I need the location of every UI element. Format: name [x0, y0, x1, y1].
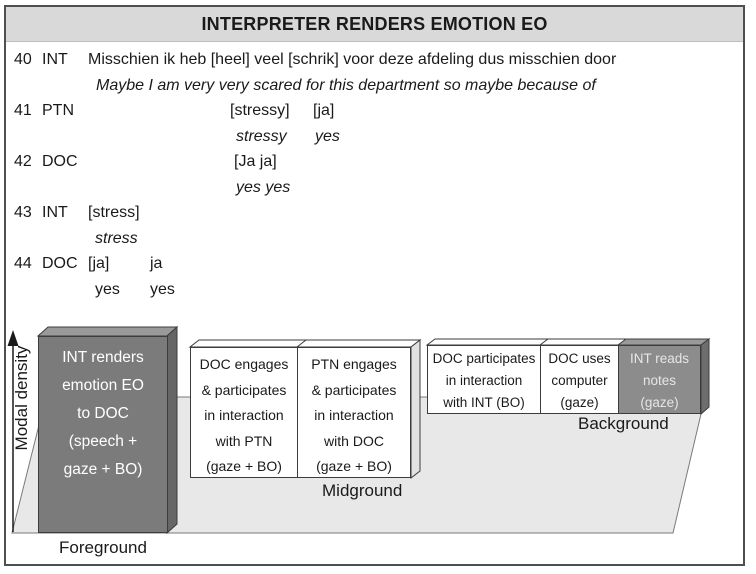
box-line: notes	[642, 373, 677, 388]
background-label: Background	[578, 414, 669, 433]
midground-box-1-top-face	[188, 339, 309, 348]
midground-label: Midground	[322, 481, 403, 500]
figure-frame	[4, 5, 745, 566]
line-number: 44	[14, 255, 32, 272]
midground-box-doc-engages: DOC engages & participates in interactio…	[190, 347, 298, 478]
translation-text: stressy	[236, 128, 287, 145]
box-line: in interaction	[445, 373, 523, 388]
utterance-text: [Ja ja]	[234, 153, 277, 170]
utterance-text: [ja]	[313, 102, 335, 119]
translation-text: yes	[95, 281, 120, 298]
box-line: to DOC	[77, 405, 129, 422]
box-line: with INT (BO)	[443, 395, 525, 410]
axis-arrowhead-icon	[7, 330, 19, 346]
midground-box-ptn-engages: PTN engages & participates in interactio…	[297, 347, 411, 478]
foreground-label: Foreground	[59, 538, 147, 557]
speaker-code: INT	[42, 204, 68, 221]
box-line: in interaction	[314, 407, 394, 423]
translation-text: yes	[315, 128, 340, 145]
line-number: 41	[14, 102, 32, 119]
box-line: (speech +	[68, 433, 138, 450]
background-box-doc-participates: DOC participates in interaction with INT…	[427, 345, 541, 414]
box-line: INT reads	[629, 351, 690, 366]
box-line: (gaze)	[640, 395, 679, 410]
speaker-code: DOC	[42, 255, 78, 272]
background-box-doc-uses-computer: DOC uses computer (gaze)	[540, 345, 619, 414]
background-box-3-side-face	[700, 338, 710, 416]
foreground-box-int-renders-emotion: INT renders emotion EO to DOC (speech + …	[38, 336, 168, 533]
box-line: INT renders	[62, 349, 144, 366]
translation-text: Maybe I am very very scared for this dep…	[96, 77, 596, 94]
box-line: with DOC	[324, 432, 384, 449]
box-line: gaze + BO)	[63, 461, 143, 478]
midground-box-2-top-face	[295, 339, 422, 348]
speaker-code: INT	[42, 51, 68, 68]
box-line: & participates	[311, 381, 397, 398]
line-number: 42	[14, 153, 32, 170]
box-line: (gaze + BO)	[206, 458, 282, 474]
utterance-text: [stress]	[88, 204, 140, 221]
modal-density-axis-label: Modal density	[12, 345, 31, 451]
box-line: (gaze)	[560, 395, 599, 410]
utterance-text: ja	[150, 255, 163, 272]
utterance-text: [ja]	[88, 255, 110, 272]
midground-box-2-side-face	[410, 338, 421, 480]
translation-text: stress	[95, 230, 138, 247]
box-line: DOC uses	[548, 351, 611, 366]
foreground-box-side-face	[166, 325, 178, 535]
utterance-text: Misschien ik heb [heel] veel [schrik] vo…	[88, 51, 617, 68]
box-line: & participates	[201, 381, 287, 398]
box-line: (gaze + BO)	[316, 458, 392, 474]
box-line: DOC participates	[432, 351, 536, 366]
line-number: 43	[14, 204, 32, 221]
title-bar: INTERPRETER RENDERS EMOTION EO	[6, 7, 743, 42]
translation-text: yes	[150, 281, 175, 298]
box-line: PTN engages	[311, 356, 397, 372]
foreground-box-top-face	[36, 326, 179, 337]
speaker-code: PTN	[42, 102, 74, 119]
background-box-int-reads-notes: INT reads notes (gaze)	[618, 345, 701, 414]
utterance-text: [stressy]	[230, 102, 290, 119]
box-line: emotion EO	[62, 377, 144, 394]
box-line: with PTN	[215, 432, 273, 449]
box-line: computer	[551, 373, 608, 388]
box-line: in interaction	[204, 407, 284, 423]
translation-text: yes yes	[236, 179, 291, 196]
box-line: DOC engages	[199, 356, 289, 372]
line-number: 40	[14, 51, 32, 68]
speaker-code: DOC	[42, 153, 78, 170]
figure-title: INTERPRETER RENDERS EMOTION EO	[201, 13, 548, 34]
